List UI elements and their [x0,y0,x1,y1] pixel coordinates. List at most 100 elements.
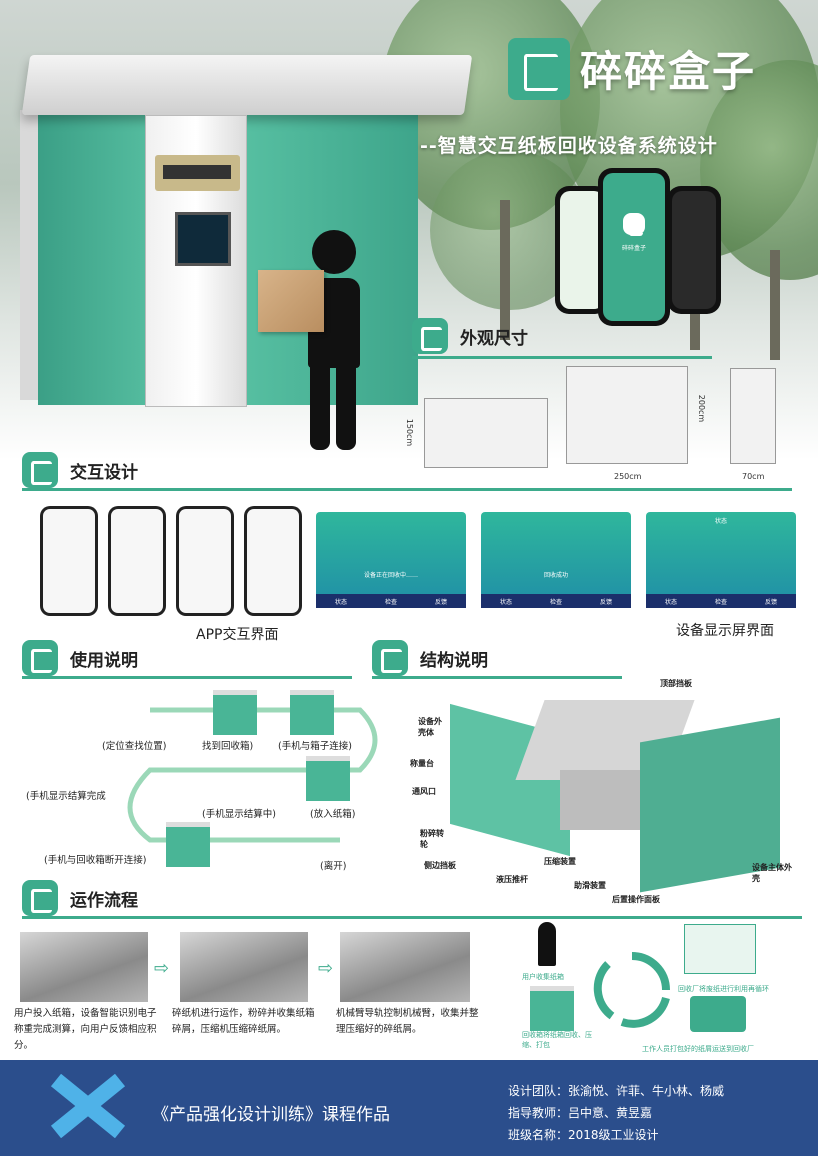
section-logo-icon [22,452,58,488]
device-screen-message: 回收成功 [543,572,568,579]
tab-feedback: 反馈 [764,598,777,606]
process-step-3: 机械臂导轨控制机械臂，收集并整理压缩好的碎纸屑。 [336,1008,479,1035]
tab-feedback: 反馈 [599,598,612,606]
hero-phone-app-name: 碎碎盒子 [621,245,646,252]
usage-step-6: (手机显示结算完成 [26,791,106,802]
recycle-cycle-icon [593,952,670,1028]
usage-kiosk-3 [306,756,350,801]
structure-label-side-panel: 侧边挡板 [424,861,456,870]
kiosk-roof [21,55,473,115]
structure-label-rear-panel: 后置操作面板 [612,895,660,904]
tab-status: 状态 [664,598,677,606]
process-image-3 [340,932,470,1002]
process-arrow-icon: ⇨ [318,958,334,979]
section-interaction-header: 交互设计 [22,452,138,488]
cycle-kiosk-icon [530,986,574,1031]
brand-logo-icon [508,38,570,100]
cycle-factory-icon [684,924,756,974]
usage-flow-path [127,707,378,843]
device-screen-status: 状态 状态 检查 反馈 [646,512,796,608]
usage-step-3: (手机与箱子连接) [278,741,352,752]
device-screen-tabbar: 状态 检查 反馈 [481,594,631,608]
section-logo-icon [22,640,58,676]
cycle-label-user: 用户收集纸箱 [522,973,564,981]
device-screen-message: 设备正在回收中…… [363,572,418,579]
usage-step-2: 找到回收箱) [202,741,254,752]
process-arrow-icon: ⇨ [154,958,170,979]
tab-check: 检查 [549,598,562,606]
section-divider [22,488,792,491]
structure-label-hydraulic: 液压推杆 [496,875,528,884]
section-process-title: 运作流程 [70,890,138,911]
device-screen-tabbar: 状态 检查 反馈 [646,594,796,608]
section-divider [22,676,352,679]
footer-course-title: 《产品强化设计训练》课程作品 [152,1105,390,1125]
footer-teacher: 指导教师：吕中意、黄昱嘉 [508,1106,653,1120]
usage-step-8: (离开) [320,861,347,872]
kiosk-slot [155,155,240,191]
device-screen-tabbar: 状态 检查 反馈 [316,594,466,608]
cycle-label-factory: 回收厂将废纸进行利用再循环 [678,985,769,993]
section-divider [372,676,622,679]
section-interaction-title: 交互设计 [70,462,138,483]
cycle-label-worker: 工作人员打包好的纸屑运送到回收厂 [642,1045,754,1053]
app-screen-2 [108,506,166,616]
structure-exploded-view [450,690,790,893]
section-usage-title: 使用说明 [70,650,138,671]
app-screen-4 [244,506,302,616]
hero-phone-main: 碎碎盒子 [598,168,670,326]
section-structure-header: 结构说明 [372,640,488,676]
section-logo-icon [22,880,58,916]
section-divider [22,916,802,919]
dimension-height-label: 150cm [405,418,415,447]
structure-label-outer-shell: 设备外壳体 [418,717,442,737]
usage-kiosk-2 [290,690,334,735]
dimension-front-drawing [424,398,548,468]
page-subtitle: --智慧交互纸板回收设备系统设计 [420,135,718,157]
structure-label-top-panel: 顶部挡板 [660,679,692,688]
structure-label-vent: 通风口 [412,787,436,796]
cycle-truck-icon [690,996,746,1032]
dimension-side-label: 70cm [742,472,765,481]
usage-step-7: (手机与回收箱断开连接) [44,855,147,866]
section-logo-icon [412,318,448,354]
structure-label-compressor: 压缩装置 [544,857,576,866]
process-image-1 [20,932,148,1002]
tab-status: 状态 [499,598,512,606]
process-image-2 [180,932,308,1002]
usage-step-5: (手机显示结算中) [202,809,276,820]
section-process-header: 运作流程 [22,880,138,916]
usage-kiosk-4 [166,822,210,867]
usage-step-4: (放入纸箱) [310,809,356,820]
section-structure-title: 结构说明 [420,650,488,671]
footer-team: 设计团队：张渝悦、许菲、牛小林、杨威 [508,1084,725,1098]
cardboard-box [258,270,324,332]
person-silhouette [300,230,370,450]
structure-label-scale: 称量台 [410,759,434,768]
section-logo-icon [372,640,408,676]
app-caption: APP交互界面 [196,627,279,643]
footer-logo-icon [50,1074,126,1138]
dimension-width-label: 250cm [614,472,642,481]
footer-class: 班级名称：2018级工业设计 [508,1128,659,1142]
tab-feedback: 反馈 [434,598,447,606]
tab-status: 状态 [334,598,347,606]
kiosk-screen [175,212,231,266]
tab-check: 检查 [384,598,397,606]
brand-title: 碎碎盒子 [580,47,757,96]
device-screen-success: 回收成功 状态 检查 反馈 [481,512,631,608]
process-step-2: 碎纸机进行运作，粉碎并收集纸箱碎屑，压缩机压缩碎纸屑。 [172,1008,315,1035]
structure-label-slide: 助滑装置 [574,881,606,890]
structure-label-main-shell: 设备主体外壳 [752,863,792,883]
process-step-1: 用户投入纸箱，设备智能识别电子称重完成测算，向用户反馈相应积分。 [14,1008,157,1051]
tab-check: 检查 [714,598,727,606]
app-screen-1 [40,506,98,616]
device-screen-message: 状态 [714,518,727,525]
hero-phone-scan [667,186,721,314]
structure-label-shredder: 粉碎转轮 [420,829,444,849]
section-usage-header: 使用说明 [22,640,138,676]
usage-step-1: (定位查找位置) [102,741,167,752]
section-dimensions-title: 外观尺寸 [460,328,528,349]
dimension-side-drawing [730,368,776,464]
device-screen-recycling: 设备正在回收中…… 状态 检查 反馈 [316,512,466,608]
